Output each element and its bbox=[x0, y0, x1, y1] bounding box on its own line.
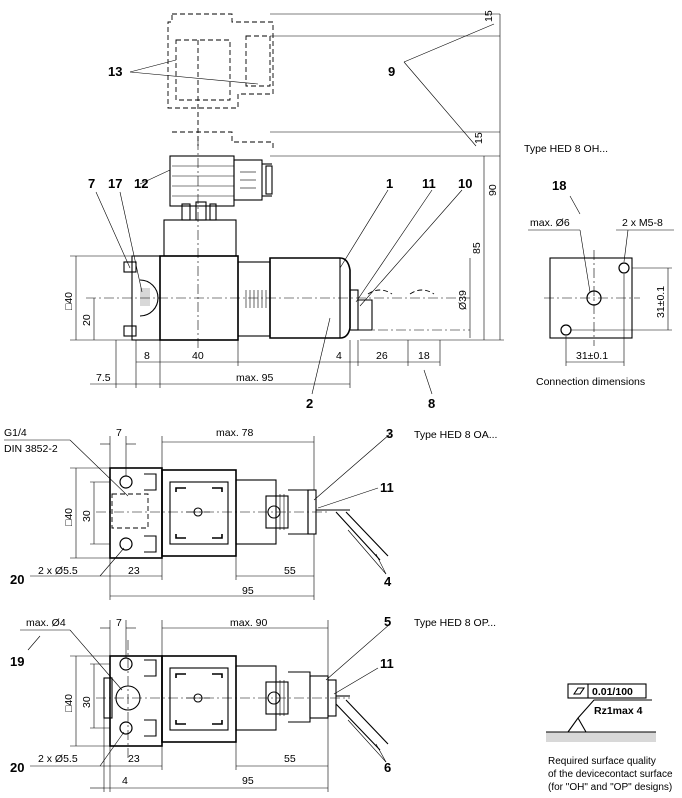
dim-oh-7: 8 bbox=[144, 350, 150, 362]
dim-oh-10: 26 bbox=[376, 350, 388, 362]
dim-oh-0: 15 bbox=[483, 10, 495, 22]
dim-oh-3: 85 bbox=[471, 242, 483, 254]
surface-note-2: (for "OH" and "OP" designs) bbox=[548, 782, 672, 793]
view-oa-labels: G1/4 DIN 3852-2 7 max. 78 □40 30 2 x Ø5.… bbox=[4, 426, 497, 597]
dim-oh-6: 20 bbox=[81, 314, 93, 326]
dim-oa-0: 7 bbox=[116, 427, 122, 439]
callout-oh-3: 17 bbox=[108, 176, 122, 191]
callout-oa-2: 20 bbox=[10, 572, 24, 587]
callout-op-4: 6 bbox=[384, 760, 391, 775]
view-oh bbox=[70, 13, 504, 395]
callout-op-3: 20 bbox=[10, 760, 24, 775]
caption-conn: Connection dimensions bbox=[536, 376, 645, 388]
dim-conn-v: 31±0.1 bbox=[655, 286, 667, 318]
dim-oa-6: 55 bbox=[284, 565, 296, 577]
callout-oa-1: 11 bbox=[380, 480, 394, 495]
callout-oh-6: 11 bbox=[422, 176, 436, 191]
flatness-value: 0.01/100 bbox=[592, 686, 633, 698]
dim-oh-13: max. 95 bbox=[236, 372, 274, 384]
dim-oh-1: 15 bbox=[473, 132, 485, 144]
dim-oh-8: 40 bbox=[192, 350, 204, 362]
callout-op-0: 5 bbox=[384, 614, 391, 629]
callout-oh-9: 8 bbox=[428, 396, 435, 411]
view-oh-labels: 15 15 90 85 Ø39 □40 20 8 40 4 26 18 7.5 … bbox=[63, 10, 608, 411]
view-connection bbox=[528, 195, 674, 366]
dim-oa-7: 95 bbox=[242, 585, 254, 597]
dim-op-2: □40 bbox=[63, 694, 75, 712]
dim-conn-screws: 2 x M5-8 bbox=[622, 217, 663, 229]
callout-oh-1: 9 bbox=[388, 64, 395, 79]
callout-oh-4: 12 bbox=[134, 176, 148, 191]
callout-oa-0: 3 bbox=[386, 426, 393, 441]
dim-op-4: 2 x Ø5.5 bbox=[38, 753, 78, 765]
callout-conn: 18 bbox=[552, 178, 566, 193]
callout-oh-7: 10 bbox=[458, 176, 472, 191]
dim-op-7: 4 bbox=[122, 775, 128, 787]
surface-quality-labels: 0.01/100 Rz1max 4 Required surface quali… bbox=[548, 686, 673, 793]
view-op-labels: max. Ø4 7 max. 90 □40 30 2 x Ø5.5 23 55 … bbox=[10, 614, 496, 787]
dim-oh-12: 7.5 bbox=[96, 372, 111, 384]
callout-oh-2: 7 bbox=[88, 176, 95, 191]
callout-op-1: 19 bbox=[10, 654, 24, 669]
callout-oh-8: 2 bbox=[306, 396, 313, 411]
dim-oh-11: 18 bbox=[418, 350, 430, 362]
dim-oh-9: 4 bbox=[336, 350, 342, 362]
callout-oh-0: 13 bbox=[108, 64, 122, 79]
callout-oa-3: 4 bbox=[384, 574, 392, 589]
dim-op-5: 23 bbox=[128, 753, 140, 765]
view-connection-labels: 18 max. Ø6 2 x M5-8 31±0.1 31±0.1 Connec… bbox=[530, 178, 667, 388]
surface-note-1: of the devicecontact surface bbox=[548, 769, 673, 780]
dim-op-0: 7 bbox=[116, 617, 122, 629]
dim-oa-1: max. 78 bbox=[216, 427, 254, 439]
view-op bbox=[20, 620, 391, 792]
type-label-oh: Type HED 8 OH... bbox=[524, 143, 608, 155]
oa-din: DIN 3852-2 bbox=[4, 443, 58, 455]
dim-op-1: max. 90 bbox=[230, 617, 268, 629]
flatness-icon bbox=[572, 687, 586, 695]
surface-note-0: Required surface quality bbox=[548, 756, 656, 767]
dim-op-3: 30 bbox=[81, 696, 93, 708]
dim-conn-maxd: max. Ø6 bbox=[530, 217, 570, 229]
callout-oh-5: 1 bbox=[386, 176, 393, 191]
type-label-op: Type HED 8 OP... bbox=[414, 617, 496, 629]
dim-oa-4: 2 x Ø5.5 bbox=[38, 565, 78, 577]
roughness-value: Rz1max 4 bbox=[594, 705, 643, 717]
dim-oh-4: Ø39 bbox=[457, 290, 469, 310]
type-label-oa: Type HED 8 OA... bbox=[414, 429, 497, 441]
dim-oa-2: □40 bbox=[63, 508, 75, 526]
op-max-d: max. Ø4 bbox=[26, 617, 66, 629]
callout-op-2: 11 bbox=[380, 656, 394, 671]
dim-oa-5: 23 bbox=[128, 565, 140, 577]
surface-quality bbox=[546, 683, 656, 742]
view-oa bbox=[4, 433, 391, 600]
dim-oa-3: 30 bbox=[81, 510, 93, 522]
dim-op-8: 95 bbox=[242, 775, 254, 787]
dim-op-6: 55 bbox=[284, 753, 296, 765]
dim-conn-h: 31±0.1 bbox=[576, 350, 608, 362]
dim-oh-2: 90 bbox=[487, 184, 499, 196]
oa-thread: G1/4 bbox=[4, 427, 27, 439]
dim-oh-5: □40 bbox=[63, 292, 75, 310]
